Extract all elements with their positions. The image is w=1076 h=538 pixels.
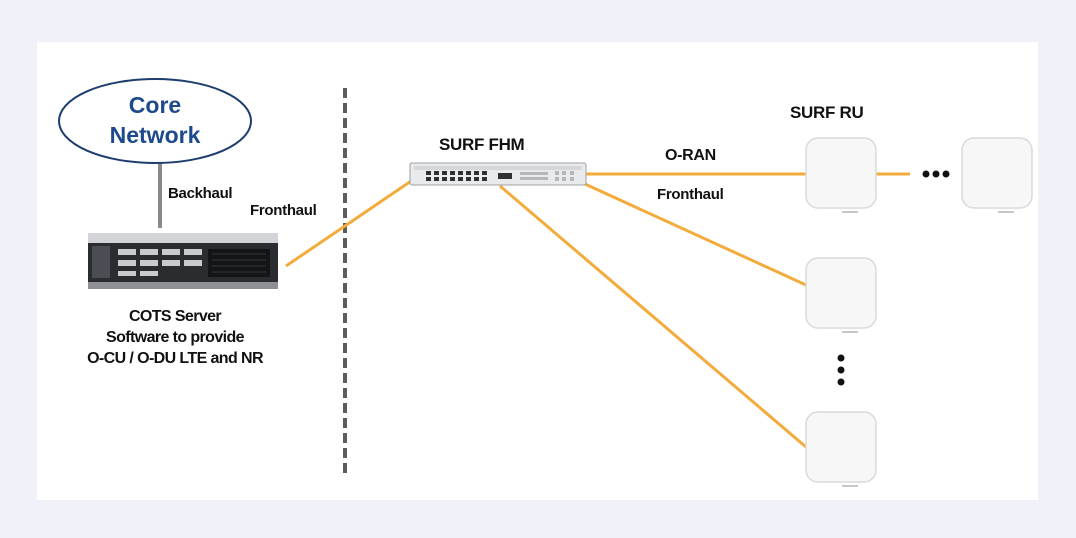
link-fhm-ru-middle (584, 182, 807, 287)
core-network-line2: Network (109, 122, 201, 148)
server-line3: O-CU / O-DU LTE and NR (87, 350, 263, 367)
surf-ru-label: SURF RU (790, 103, 864, 122)
surf-ru-icon-bottom (805, 411, 877, 487)
backhaul-label: Backhaul (168, 185, 233, 202)
server-line2: Software to provide (106, 329, 245, 346)
surf-fhm-label: SURF FHM (439, 135, 525, 154)
link-server-fhm (285, 173, 421, 268)
ellipsis-icon-horizontal (922, 170, 950, 178)
surf-ru-icon-middle (805, 257, 877, 333)
surf-fhm-switch-icon (409, 162, 587, 186)
fronthaul-label-right: Fronthaul (657, 186, 724, 203)
surf-ru-icon-top (805, 137, 877, 213)
fronthaul-links (285, 172, 910, 449)
server-line1: COTS Server (128, 308, 222, 325)
core-network-ellipse (58, 78, 252, 164)
ellipsis-icon-vertical (837, 354, 845, 386)
oran-label: O-RAN (665, 147, 716, 164)
fronthaul-label-left: Fronthaul (250, 202, 317, 219)
surf-ru-icon-far (961, 137, 1033, 213)
core-network-label: Core Network (60, 90, 250, 150)
core-network-line1: Core (128, 92, 182, 118)
cots-server-icon (88, 233, 278, 289)
cots-server-label: COTS Server Software to provide O-CU / O… (40, 306, 310, 369)
link-fhm-ru-bottom (499, 184, 807, 449)
